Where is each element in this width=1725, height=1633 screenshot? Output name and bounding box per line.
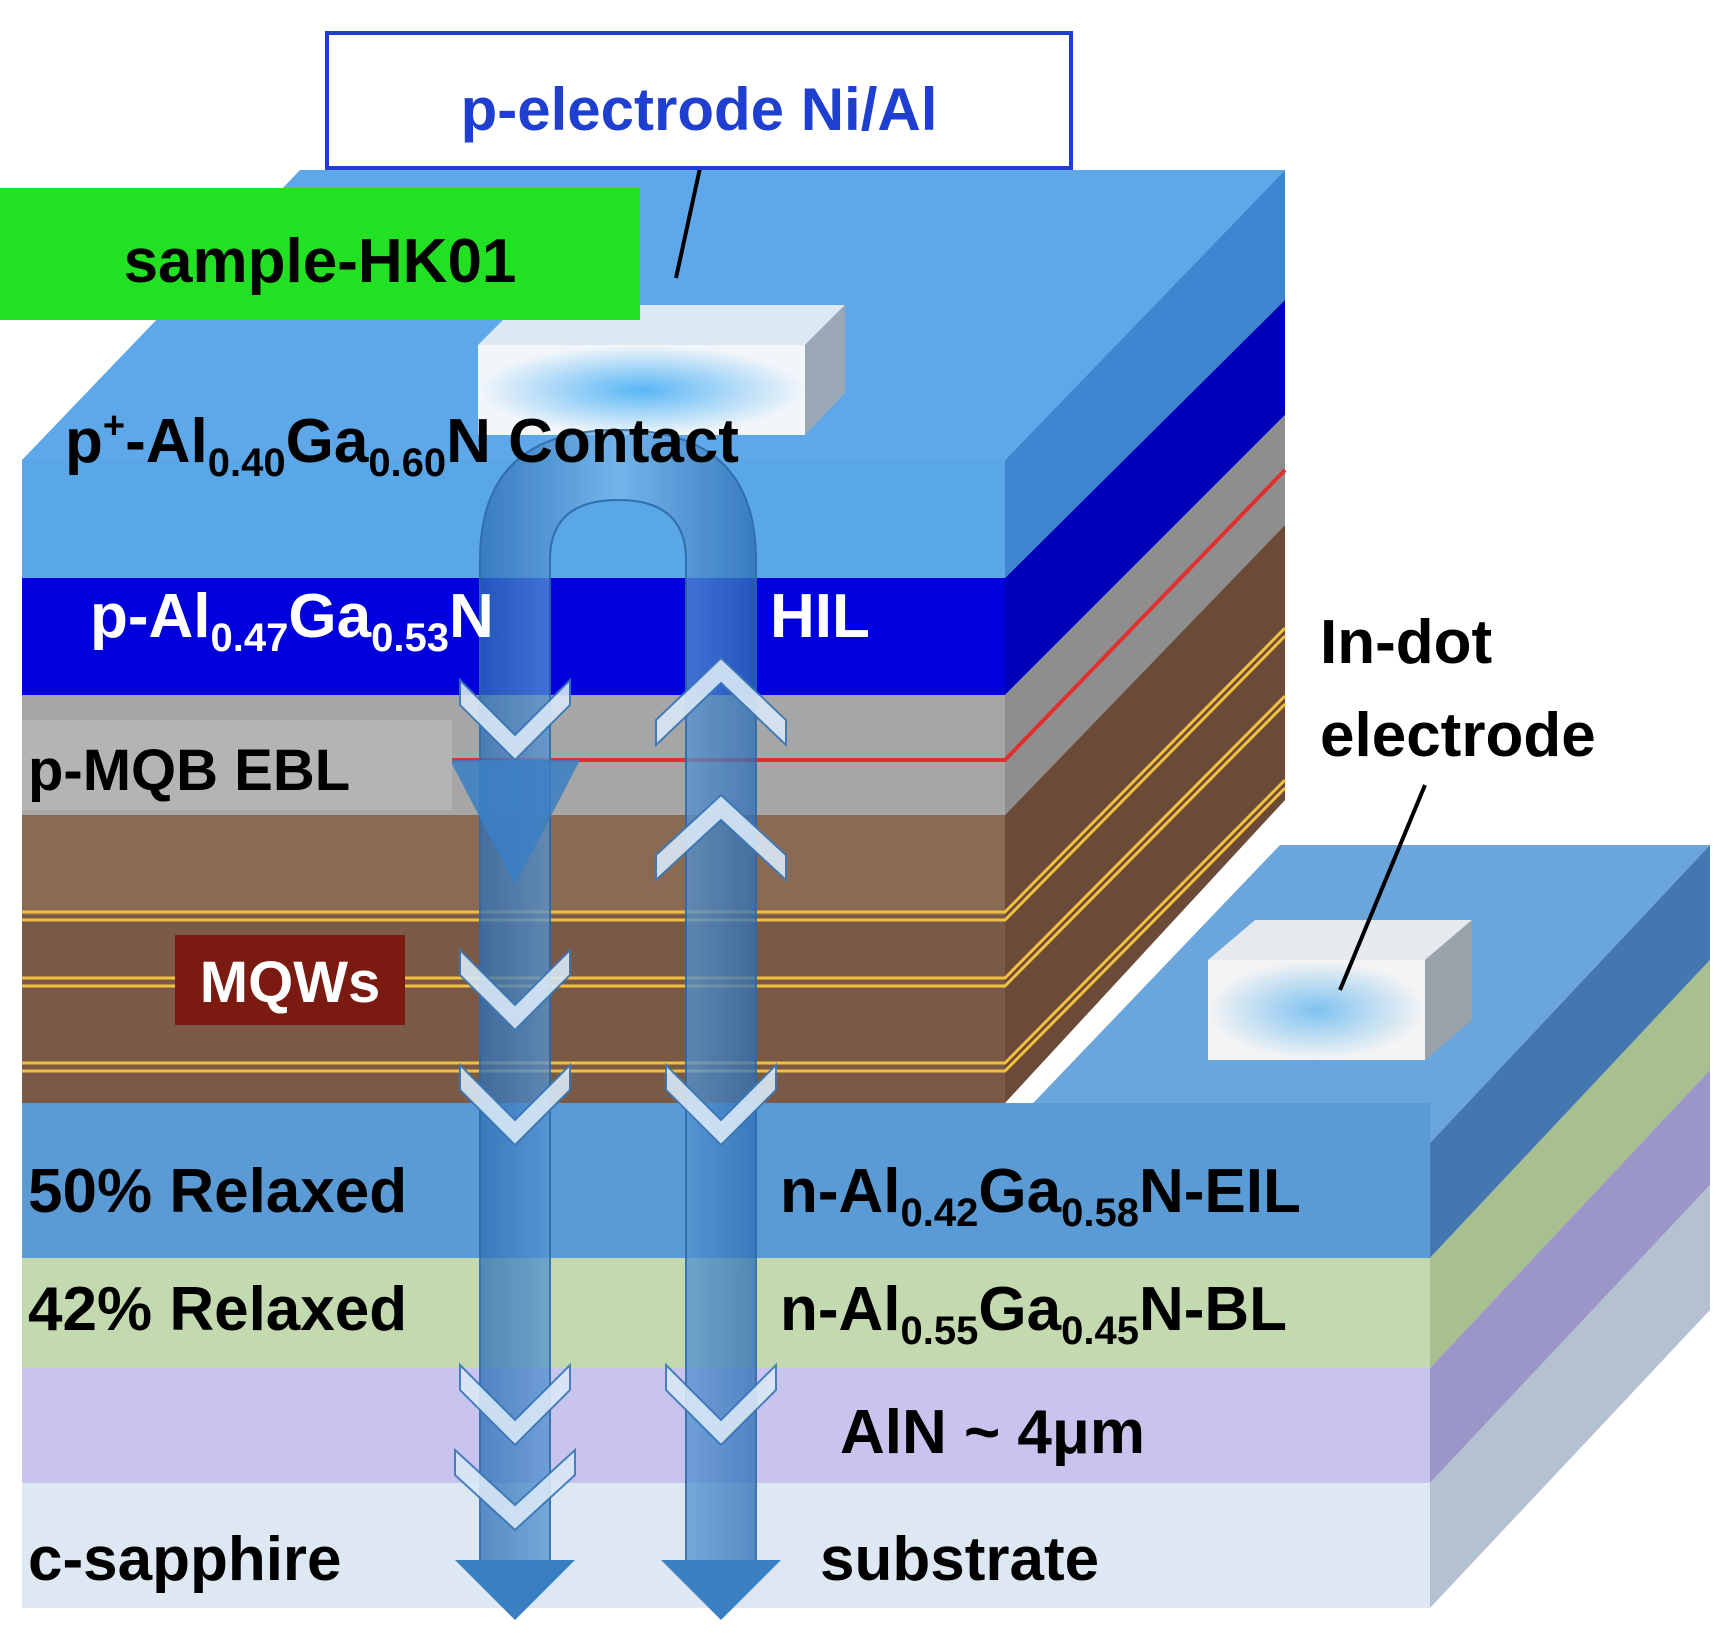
in-dot-label-line1: In-dot [1320, 608, 1492, 677]
in-dot-electrode-pad [1208, 920, 1472, 1060]
ebl-label: p-MQB EBL [28, 738, 350, 803]
substrate-label: substrate [820, 1525, 1099, 1594]
mqw-side [1005, 525, 1285, 1103]
arrow-head-left [455, 1560, 575, 1620]
contact-label: p+-Al0.40Ga0.60N Contact [65, 405, 739, 485]
ebl-label-bg [22, 720, 452, 810]
p-electrode-box [325, 31, 1073, 170]
in-dot-leader [1338, 784, 1427, 991]
hil-right-label: HIL [770, 582, 870, 651]
mesa-eil-side [1430, 845, 1710, 1258]
in-dot-label-line2: electrode [1320, 701, 1596, 770]
sapphire-label: c-sapphire [28, 1525, 342, 1594]
bl-left-label: 42% Relaxed [28, 1275, 407, 1344]
chevrons-up [655, 656, 787, 883]
arrow-head-right [661, 1560, 781, 1620]
bl-right-label: n-Al0.55Ga0.45N-BL [780, 1275, 1287, 1353]
mqws-label-bg [175, 935, 405, 1025]
p-electrode-leader [674, 167, 702, 279]
sample-box [0, 188, 640, 320]
current-arrows [450, 428, 787, 1620]
eil-left-label: 50% Relaxed [28, 1157, 407, 1226]
p-electrode-label: p-electrode Ni/Al [461, 76, 938, 143]
aln-label: AlN ~ 4μm [840, 1398, 1145, 1467]
sample-label: sample-HK01 [124, 227, 517, 296]
arrow-head-down-ebl [450, 760, 580, 885]
mesa-aln-side [1430, 1070, 1710, 1483]
mesa-bl-side [1430, 960, 1710, 1368]
eil-right-label: n-Al0.42Ga0.58N-EIL [780, 1157, 1301, 1235]
chevrons-down [454, 677, 777, 1532]
hil-side [1005, 300, 1285, 695]
hil-left-label: p-Al0.47Ga0.53N [90, 582, 494, 660]
contact-side [1005, 170, 1285, 578]
mqws-label: MQWs [200, 950, 380, 1015]
mesa-sapphire-side [1430, 1185, 1710, 1608]
